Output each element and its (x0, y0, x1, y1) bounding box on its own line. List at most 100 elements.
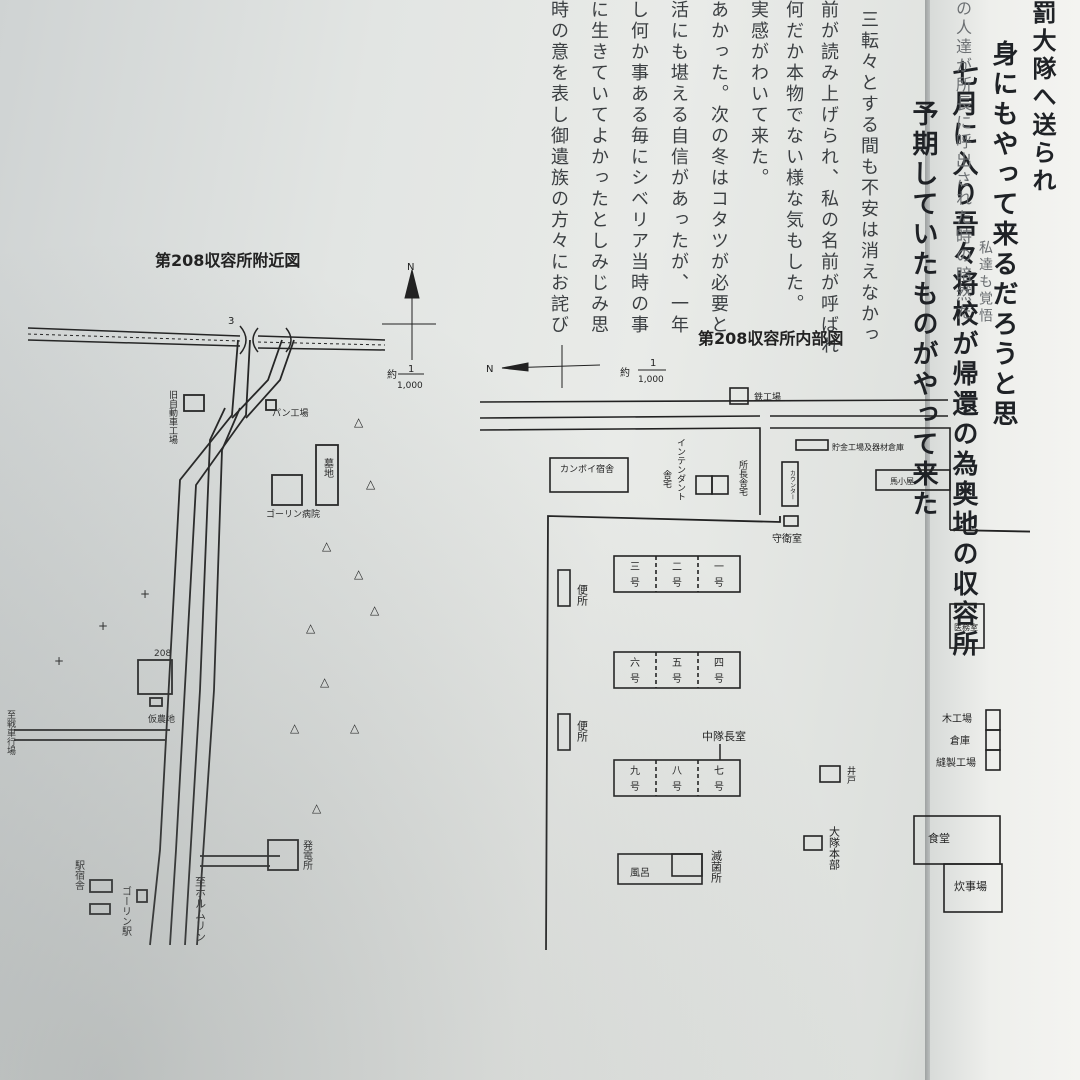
north-arrow: N 約 1 1,000 (486, 345, 666, 388)
barracks-label: 号 (672, 781, 682, 793)
medical-label: 医務室 (954, 622, 978, 632)
old-auto-factory (183, 394, 205, 412)
outer-road (479, 399, 949, 419)
barracks-label: 号 (630, 673, 640, 685)
warehouse (795, 439, 829, 451)
svg-text:+: + (98, 619, 108, 633)
toilet (557, 713, 571, 751)
power-station-label: 発電所 (301, 839, 313, 871)
iron-works (729, 387, 749, 405)
station-building (89, 903, 111, 915)
storehouse-label: 倉庫 (950, 734, 970, 747)
disinfect-label: 滅菌所 (710, 850, 723, 884)
cemetery-label: 墓地 (322, 457, 334, 478)
svg-text:△: △ (354, 415, 364, 429)
camp-interior-map: 第208収容所内部図 N 約 1 1,000 鉄工場 カンボイ宿舎 インテンダン… (479, 329, 1030, 950)
iron-works-label: 鉄工場 (754, 391, 781, 403)
counter-label: カウンター (789, 470, 796, 500)
camp-wall (545, 515, 1030, 950)
company-leader-label: 中隊長室 (702, 729, 746, 743)
cemetery (315, 444, 339, 506)
text-column: あかった。次の冬はコタツが必要と (708, 0, 729, 336)
edge-text-column: の人達が所長に呼出された時の暗然た (953, 0, 972, 323)
battalion-hq (803, 835, 823, 851)
medical-room (949, 603, 985, 649)
hospital-label: ゴーリン病院 (266, 508, 320, 520)
station-building (89, 879, 113, 893)
to-tank-label: 至戦車行場 (5, 710, 16, 756)
dining-label: 食堂 (928, 831, 950, 845)
intendant-house (695, 475, 713, 495)
barracks-label: 号 (672, 673, 682, 685)
barracks-label: 八 (672, 766, 682, 777)
svg-text:△: △ (322, 539, 332, 553)
intendant-house (711, 475, 729, 495)
compound-wall (479, 427, 761, 515)
camp-208-label: 208 (154, 649, 171, 659)
svg-text:3: 3 (228, 316, 234, 327)
vicinity-map-title: 第208収容所附近図 (155, 251, 300, 270)
storehouse (985, 729, 1001, 751)
director-house-label: 所長舎宅 (737, 460, 748, 496)
road-network (14, 339, 295, 946)
power-station (267, 839, 299, 871)
barracks-label: 六 (630, 657, 640, 669)
svg-text:△: △ (312, 801, 322, 815)
edge-text-column: 私達も覚悟 (977, 240, 993, 325)
svg-text:1: 1 (408, 364, 414, 375)
barracks-row (613, 555, 741, 593)
svg-text:約: 約 (387, 368, 397, 381)
intendant-label: インテンダント (675, 438, 686, 501)
sewing-label: 縫製工場 (936, 756, 976, 769)
barracks-label: 七 (714, 765, 724, 777)
svg-text:△: △ (290, 721, 300, 735)
text-column: 実感がわいて来た。 (748, 0, 769, 189)
barracks-label: 三 (630, 562, 640, 573)
text-column: 三転々とする間も不安は消えなかっ (858, 10, 879, 346)
guard-room-label: 守衛室 (772, 532, 802, 545)
svg-text:+: + (54, 654, 64, 668)
old-auto-factory-label: 旧自動車工場 (167, 390, 178, 445)
bread-factory (265, 399, 277, 411)
kitchen (943, 863, 1003, 913)
station-building (136, 889, 148, 903)
railway: 3 (27, 316, 386, 355)
text-column: 時の意を表し御遺族の方々にお詫び (548, 0, 569, 336)
svg-text:1,000: 1,000 (638, 375, 664, 385)
fake-farm (149, 697, 163, 707)
text-column: 何だか本物でない様な気もした。 (783, 0, 804, 315)
barracks-row (613, 651, 741, 689)
toilet-label: 便所 (576, 720, 589, 743)
toilet (557, 569, 571, 607)
svg-text:1: 1 (650, 358, 656, 369)
barracks-label: 号 (714, 673, 724, 685)
disinfection-room (671, 853, 703, 877)
svg-text:△: △ (320, 675, 330, 689)
interior-map-title: 第208収容所内部図 (698, 329, 843, 348)
svg-text:約: 約 (620, 366, 630, 379)
barracks-label: 号 (714, 577, 724, 589)
svg-text:N: N (486, 364, 493, 375)
right-text-column: 七月に入り吾々将校が帰還の為奥地の収容所 (948, 60, 978, 660)
fake-farm-label: 仮農地 (148, 713, 175, 725)
guard-room (783, 515, 799, 527)
toilet-label: 便所 (576, 584, 589, 607)
barracks-label: 五 (672, 658, 682, 669)
well-label: 井戸 (845, 765, 856, 785)
svg-text:N: N (407, 262, 414, 273)
svg-text:△: △ (370, 603, 380, 617)
convoy-lodging-label: カンボイ宿舎 (560, 463, 614, 475)
vicinity-map: 第208収容所附近図 N 約 1 1,000 3 (5, 251, 436, 946)
dining-hall (913, 815, 1001, 865)
svg-text:+: + (140, 587, 150, 601)
right-text-column: 身にもやって来るだろうと思 (988, 40, 1018, 430)
text-column: 前が読み上げられ、私の名前が呼ばれ (818, 0, 839, 357)
barracks-label: 号 (672, 577, 682, 589)
svg-text:△: △ (350, 721, 360, 735)
barracks-label: 九 (630, 765, 640, 777)
wood-shop-label: 木工場 (942, 712, 972, 725)
well (819, 765, 841, 783)
barracks-label: 二 (672, 562, 682, 573)
barracks-label: 四 (714, 658, 724, 669)
to-holmolin-label: 至ホルムリン (194, 876, 207, 942)
